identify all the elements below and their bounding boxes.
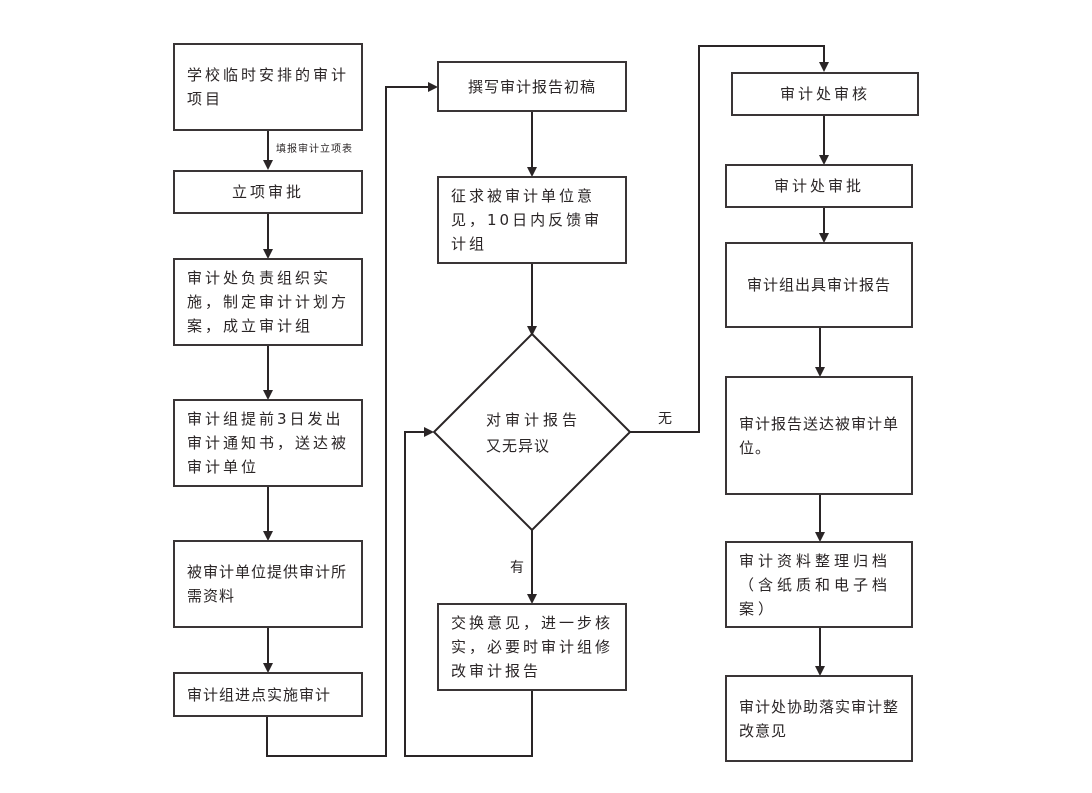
node-audit-office-review: 审计处审核	[731, 72, 919, 116]
node-text: 审计组提前3日发出审计通知书，送达被审计单位	[187, 410, 350, 476]
node-on-site-audit: 审计组进点实施审计	[173, 672, 363, 717]
node-text: 学校临时安排的审计项目	[187, 66, 350, 108]
node-text: 审计资料整理归档（含纸质和电子档案）	[739, 551, 892, 618]
node-send-notice: 审计组提前3日发出审计通知书，送达被审计单位	[173, 399, 363, 487]
edge-label-fill-form: 填报审计立项表	[276, 144, 353, 155]
decision-text-line2: 又无异议	[486, 437, 551, 455]
node-text: 交换意见，进一步核实，必要时审计组修改审计报告	[451, 614, 614, 680]
node-project-approval: 立项审批	[173, 170, 363, 214]
edge-label-no-objection: 无	[658, 411, 672, 427]
node-issue-report: 审计组出具审计报告	[725, 242, 913, 328]
node-text: 审计处负责组织实施，制定审计计划方案，成立审计组	[187, 269, 350, 335]
node-text: 审计报告送达被审计单位。	[739, 414, 900, 457]
node-text: 撰写审计报告初稿	[467, 77, 596, 96]
edge-n9-d1	[404, 427, 533, 757]
decision-text: 对审计报告 又无异议	[486, 407, 581, 459]
node-deliver-report: 审计报告送达被审计单位。	[725, 376, 913, 495]
node-text: 审计组出具审计报告	[747, 276, 892, 294]
node-seek-opinions: 征求被审计单位意见，10日内反馈审计组	[437, 176, 627, 264]
node-text: 征求被审计单位意见，10日内反馈审计组	[451, 187, 603, 253]
node-school-audit-project: 学校临时安排的审计项目	[173, 43, 363, 131]
edge-n6-n7	[266, 82, 438, 757]
node-exchange-opinions: 交换意见，进一步核实，必要时审计组修改审计报告	[437, 603, 627, 691]
node-text: 审计处审批	[773, 177, 864, 195]
node-text: 审计处审核	[779, 85, 870, 103]
node-archive-materials: 审计资料整理归档（含纸质和电子档案）	[725, 541, 913, 628]
node-text: 审计处协助落实审计整改意见	[739, 697, 900, 740]
node-provide-materials: 被审计单位提供审计所需资料	[173, 540, 363, 628]
node-text: 审计组进点实施审计	[187, 685, 332, 704]
node-audit-office-approval: 审计处审批	[725, 164, 913, 208]
node-draft-report: 撰写审计报告初稿	[437, 61, 627, 112]
node-text: 被审计单位提供审计所需资料	[187, 563, 348, 605]
edge-label-has-objection: 有	[510, 560, 524, 576]
node-implement-rectification: 审计处协助落实审计整改意见	[725, 675, 913, 762]
decision-text-line1: 对审计报告	[486, 411, 582, 429]
node-text: 立项审批	[231, 183, 304, 201]
node-organize-implementation: 审计处负责组织实施，制定审计计划方案，成立审计组	[173, 258, 363, 346]
edge-d1-n10	[630, 45, 829, 433]
